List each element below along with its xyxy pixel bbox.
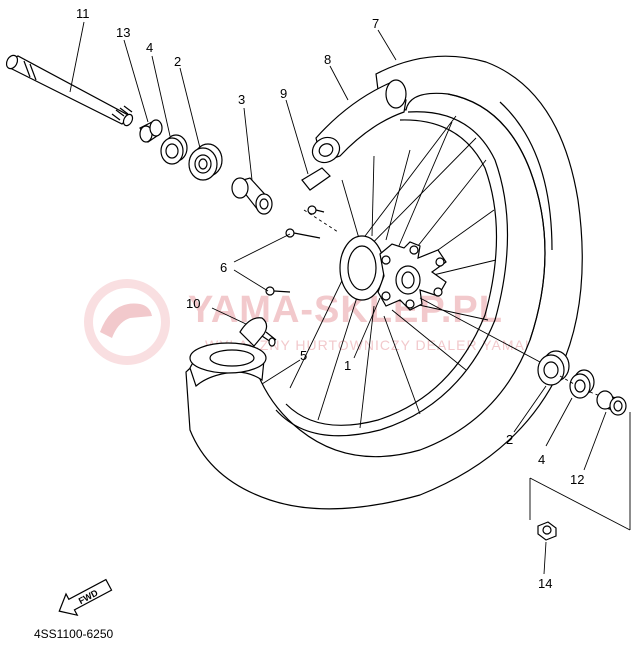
spokes	[289, 115, 497, 429]
callout-12: 12	[570, 472, 584, 487]
valve-10	[239, 317, 277, 347]
rim	[275, 111, 509, 437]
diagram-part-code: 4SS1100-6250	[34, 627, 114, 641]
nut-14	[537, 521, 557, 541]
bearing-2-left	[188, 143, 223, 181]
oil-seal-4-left	[160, 134, 188, 165]
callout-4-left: 4	[146, 40, 153, 55]
callout-2-right: 2	[506, 432, 513, 447]
tube-5	[189, 342, 267, 388]
watermark-brand: YAMA-SKLEP.PL	[188, 289, 503, 331]
watermark-logo-mark	[100, 303, 152, 338]
callout-9: 9	[280, 86, 287, 101]
tire-7	[185, 55, 583, 510]
collar-13	[139, 119, 163, 143]
screws-6	[265, 205, 325, 296]
nut-bracket	[529, 412, 631, 531]
collar-12	[596, 390, 627, 416]
callout-3: 3	[238, 92, 245, 107]
watermark-subtitle: WYŁĄCZNY HURTOWNICZY DEALER YAMAHA	[205, 337, 546, 353]
watermark: YAMA-SKLEP.PL WYŁĄCZNY HURTOWNICZY DEALE…	[84, 279, 546, 365]
hub-1	[339, 235, 447, 311]
bearing-2-right	[537, 350, 570, 386]
fwd-arrow-icon	[58, 578, 113, 617]
callout-1: 1	[344, 358, 351, 373]
callout-7: 7	[372, 16, 379, 31]
callout-11: 11	[76, 6, 90, 21]
callout-5: 5	[300, 348, 307, 363]
oil-seal-4-right	[569, 369, 595, 399]
axle	[5, 54, 134, 127]
tube-8	[311, 79, 407, 164]
callout-6: 6	[220, 260, 227, 275]
callout-4-right: 4	[538, 452, 545, 467]
spacer-3	[231, 177, 273, 215]
fwd-arrow: FWD	[58, 578, 113, 617]
callout-13: 13	[116, 25, 130, 40]
callout-2-left: 2	[174, 54, 181, 69]
callout-8: 8	[324, 52, 331, 67]
callout-10: 10	[186, 296, 200, 311]
leader-lines	[69, 21, 607, 575]
callouts: 11 13 4 2 3 9 8 7 6 10 5 1 2 4 12 14	[76, 6, 584, 591]
callout-14: 14	[538, 576, 552, 591]
rim-band-9	[301, 167, 331, 191]
